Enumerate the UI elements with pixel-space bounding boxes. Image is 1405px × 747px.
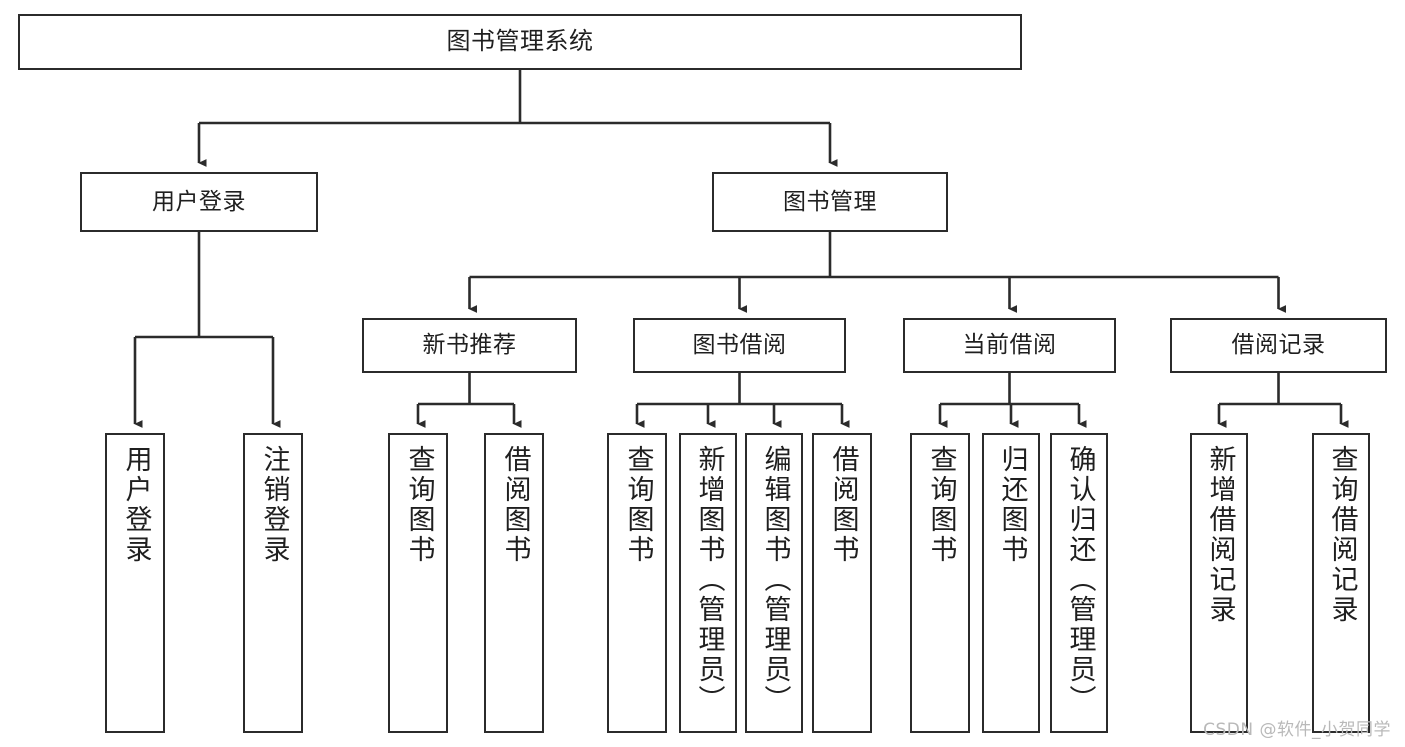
- leaf-query-book-3[interactable]: 查询图书: [910, 433, 970, 733]
- leaf-borrow-book-2-label: 借阅图书: [827, 445, 859, 565]
- node-root[interactable]: 图书管理系统: [18, 14, 1022, 70]
- node-current-borrow[interactable]: 当前借阅: [903, 318, 1116, 373]
- node-book-borrow-label: 图书借阅: [692, 332, 787, 359]
- leaf-edit-book-label: 编辑图书（管理员）: [759, 445, 791, 715]
- node-user-login-label: 用户登录: [152, 188, 246, 215]
- leaf-query-book-2-label: 查询图书: [622, 445, 654, 565]
- leaf-query-borrow-record[interactable]: 查询借阅记录: [1312, 433, 1370, 733]
- leaf-edit-book[interactable]: 编辑图书（管理员）: [745, 433, 803, 733]
- leaf-add-book[interactable]: 新增图书（管理员）: [679, 433, 737, 733]
- node-borrow-record[interactable]: 借阅记录: [1170, 318, 1387, 373]
- leaf-borrow-book-1[interactable]: 借阅图书: [484, 433, 544, 733]
- leaf-query-book-1-label: 查询图书: [403, 445, 435, 565]
- node-root-label: 图书管理系统: [446, 27, 594, 56]
- leaf-query-borrow-record-label: 查询借阅记录: [1326, 445, 1358, 625]
- node-borrow-record-label: 借阅记录: [1231, 332, 1326, 359]
- node-current-borrow-label: 当前借阅: [962, 332, 1057, 359]
- node-user-login[interactable]: 用户登录: [80, 172, 318, 232]
- watermark: CSDN @软件_小贺同学: [1203, 720, 1391, 740]
- leaf-query-book-1[interactable]: 查询图书: [388, 433, 448, 733]
- leaf-add-borrow-record[interactable]: 新增借阅记录: [1190, 433, 1248, 733]
- node-new-book-recommend[interactable]: 新书推荐: [362, 318, 577, 373]
- leaf-user-login-label: 用户登录: [120, 445, 152, 565]
- node-book-manage[interactable]: 图书管理: [712, 172, 948, 232]
- leaf-query-book-2[interactable]: 查询图书: [607, 433, 667, 733]
- leaf-logout-label: 注销登录: [258, 445, 290, 565]
- leaf-confirm-return-label: 确认归还（管理员）: [1064, 445, 1096, 715]
- leaf-user-login[interactable]: 用户登录: [105, 433, 165, 733]
- node-new-book-recommend-label: 新书推荐: [422, 332, 517, 359]
- leaf-borrow-book-1-label: 借阅图书: [499, 445, 531, 565]
- node-book-borrow[interactable]: 图书借阅: [633, 318, 846, 373]
- leaf-borrow-book-2[interactable]: 借阅图书: [812, 433, 872, 733]
- node-book-manage-label: 图书管理: [783, 188, 877, 215]
- leaf-add-book-label: 新增图书（管理员）: [693, 445, 725, 715]
- leaf-query-book-3-label: 查询图书: [925, 445, 957, 565]
- leaf-return-book[interactable]: 归还图书: [982, 433, 1040, 733]
- leaf-add-borrow-record-label: 新增借阅记录: [1204, 445, 1236, 625]
- leaf-logout[interactable]: 注销登录: [243, 433, 303, 733]
- leaf-return-book-label: 归还图书: [996, 445, 1028, 565]
- leaf-confirm-return[interactable]: 确认归还（管理员）: [1050, 433, 1108, 733]
